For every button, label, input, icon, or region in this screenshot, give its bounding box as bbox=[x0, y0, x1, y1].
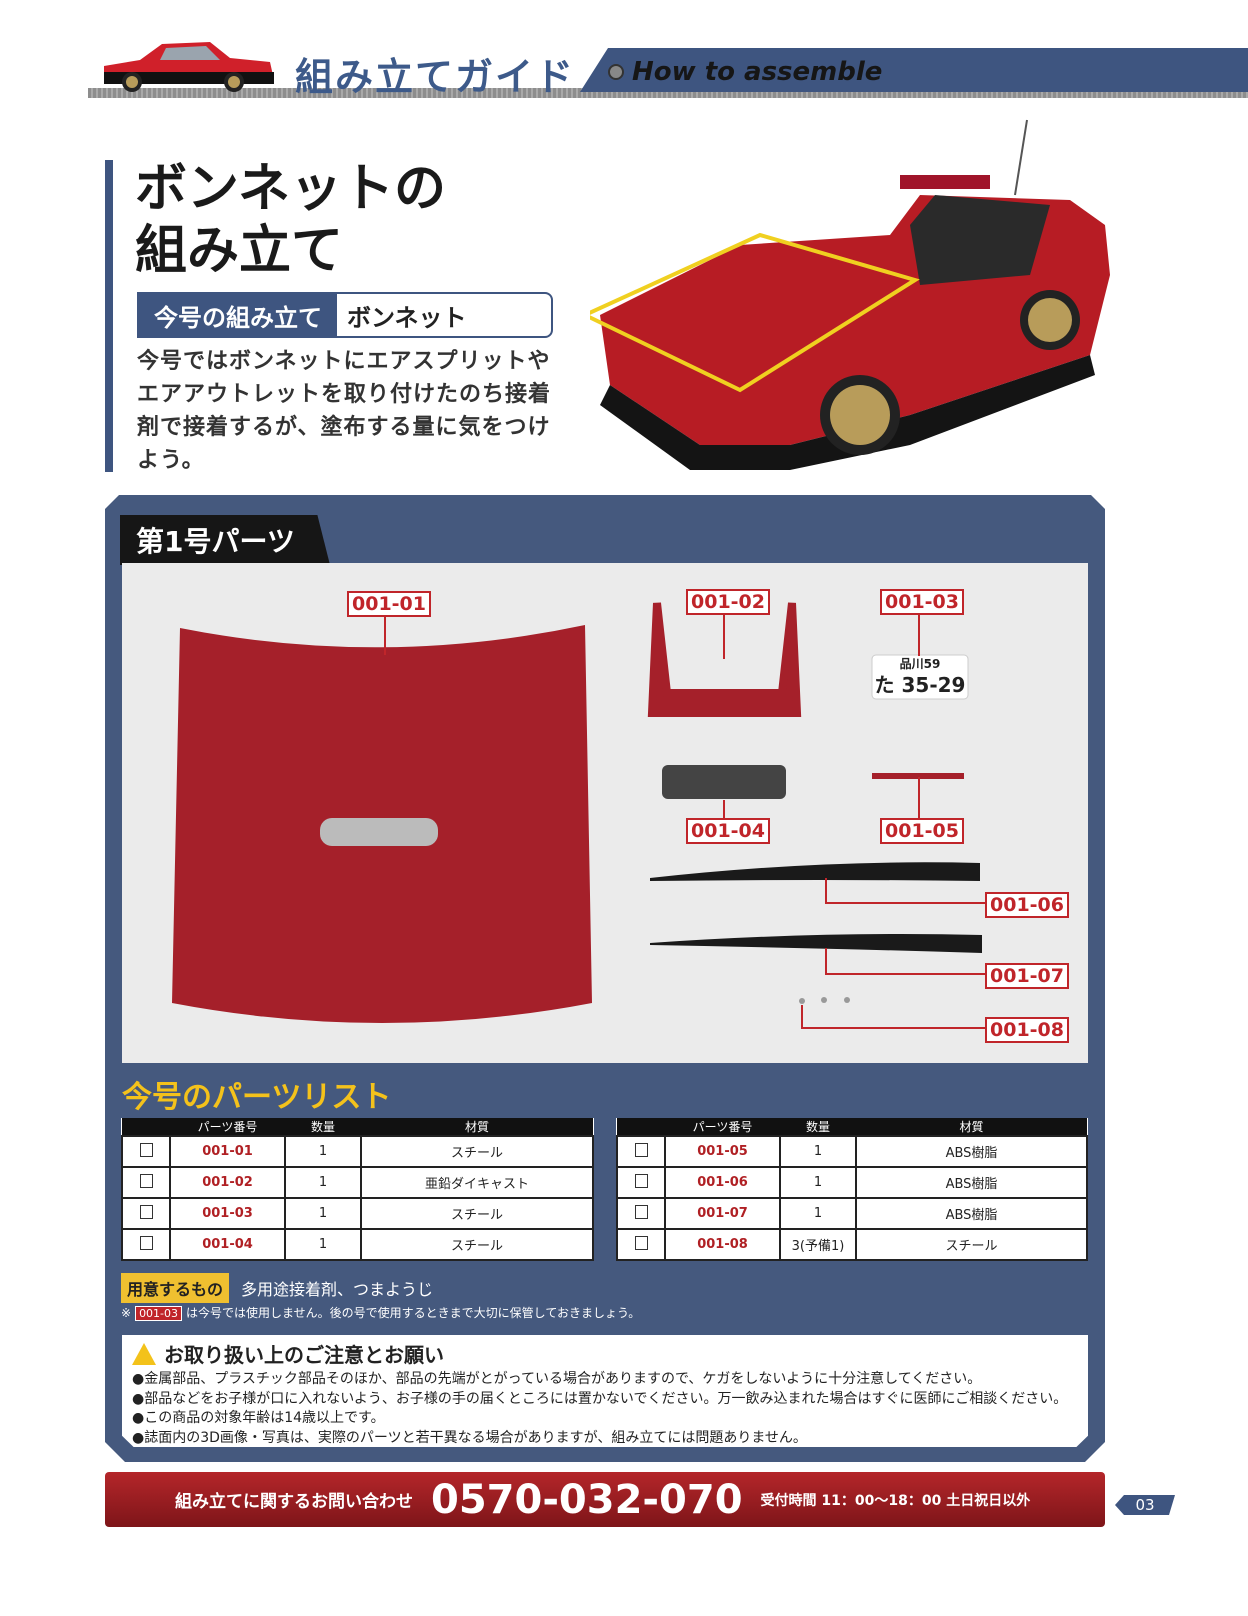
prepare-value: 多用途接着剤、つまようじ bbox=[241, 1280, 434, 1299]
checkbox[interactable] bbox=[139, 1204, 153, 1219]
header-band bbox=[580, 48, 1248, 92]
parts-illustration bbox=[172, 602, 982, 1023]
col-qty: 数量 bbox=[780, 1118, 856, 1136]
col-part-no: パーツ番号 bbox=[170, 1118, 285, 1136]
note-text: は今号では使用しません。後の号で使用するときまで大切に保管しておきましょう。 bbox=[186, 1306, 641, 1320]
grille-part bbox=[662, 765, 786, 799]
car-logo-icon bbox=[104, 42, 274, 92]
checkbox[interactable] bbox=[634, 1235, 648, 1250]
parts-list-title: 今号のパーツリスト bbox=[122, 1080, 392, 1115]
checkbox[interactable] bbox=[139, 1235, 153, 1250]
page-number: 03 bbox=[1115, 1495, 1175, 1515]
car-photo bbox=[590, 119, 1110, 470]
contact-hours: 受付時間 11：00～18：00 土日祝日以外 bbox=[760, 1492, 1031, 1509]
caution-box: お取り扱い上のご注意とお願い ●金属部品、プラスチック部品そのほか、部品の先端が… bbox=[122, 1335, 1088, 1447]
title-accent-bar bbox=[105, 160, 113, 472]
prepare-label: 用意するもの bbox=[121, 1273, 230, 1303]
part-label: 001-08 bbox=[985, 1017, 1069, 1043]
col-material: 材質 bbox=[361, 1118, 593, 1136]
contact-footer: 組み立てに関するお問い合わせ 0570-032-070 受付時間 11：00～1… bbox=[105, 1472, 1105, 1527]
parts-photo: 001-01 001-02 001-03 001-04 001-05 001-0… bbox=[122, 563, 1088, 1063]
checkbox[interactable] bbox=[634, 1142, 648, 1157]
part-label: 001-06 bbox=[985, 892, 1069, 918]
contact-phone[interactable]: 0570-032-070 bbox=[431, 1476, 743, 1523]
header-title: 組み立てガイド bbox=[295, 55, 576, 99]
contact-label: 組み立てに関するお問い合わせ bbox=[175, 1492, 413, 1512]
caution-title: お取り扱い上のご注意とお願い bbox=[164, 1343, 444, 1367]
col-material: 材質 bbox=[856, 1118, 1087, 1136]
intro-text: 今号ではボンネットにエアスプリットやエアアウトレットを取り付けたのち接着剤で接着… bbox=[137, 349, 552, 473]
part-label: 001-03 bbox=[880, 589, 964, 615]
checkbox[interactable] bbox=[634, 1204, 648, 1219]
spoiler-part bbox=[872, 773, 964, 779]
plate-bottom: た 35-29 bbox=[874, 673, 966, 697]
plate-top: 品川59 bbox=[899, 657, 941, 671]
caution-item: ●金属部品、プラスチック部品そのほか、部品の先端がとがっている場合がありますので… bbox=[132, 1371, 982, 1387]
trim-part-1 bbox=[650, 862, 980, 881]
caution-item: ●誌面内の3D画像・写真は、実際のパーツと若干異なる場合がありますが、組み立てに… bbox=[132, 1429, 807, 1446]
parts-tab: 第1号パーツ bbox=[120, 515, 330, 565]
caution-item: ●この商品の対象年齢は14歳以上です。 bbox=[132, 1410, 385, 1426]
warning-icon bbox=[132, 1342, 156, 1365]
air-scoop-part bbox=[647, 602, 802, 717]
part-label: 001-05 bbox=[880, 818, 964, 844]
caution-item: ●部品などをお子様が口に入れないよう、お子様の手の届くところには置かないでくださ… bbox=[132, 1390, 1068, 1407]
title-line-2: 組み立て bbox=[135, 221, 344, 281]
header-strip bbox=[88, 88, 1248, 98]
part-label: 001-01 bbox=[347, 591, 431, 617]
assembly-tag: 今号の組み立てボンネット bbox=[137, 292, 553, 338]
note-part: 001-03 bbox=[135, 1306, 183, 1321]
header-subtitle: How to assemble bbox=[608, 57, 882, 87]
page-title: ボンネットの組み立て bbox=[135, 158, 446, 282]
part-label: 001-02 bbox=[686, 589, 770, 615]
checkbox[interactable] bbox=[139, 1173, 153, 1188]
header-subtitle-text: How to assemble bbox=[632, 57, 883, 87]
prepare-row: 用意するもの多用途接着剤、つまようじ bbox=[121, 1273, 433, 1303]
part-label: 001-07 bbox=[985, 963, 1069, 989]
plate-part bbox=[871, 654, 969, 700]
col-qty: 数量 bbox=[285, 1118, 361, 1136]
checkbox[interactable] bbox=[139, 1142, 153, 1157]
col-part-no: パーツ番号 bbox=[665, 1118, 780, 1136]
tag-value: ボンネット bbox=[347, 303, 467, 332]
checkbox[interactable] bbox=[634, 1173, 648, 1188]
screw-icon bbox=[608, 64, 624, 80]
part-label: 001-04 bbox=[686, 818, 770, 844]
title-line-1: ボンネットの bbox=[135, 159, 446, 219]
tag-label: 今号の組み立て bbox=[139, 294, 337, 336]
trim-part-2 bbox=[650, 934, 982, 953]
